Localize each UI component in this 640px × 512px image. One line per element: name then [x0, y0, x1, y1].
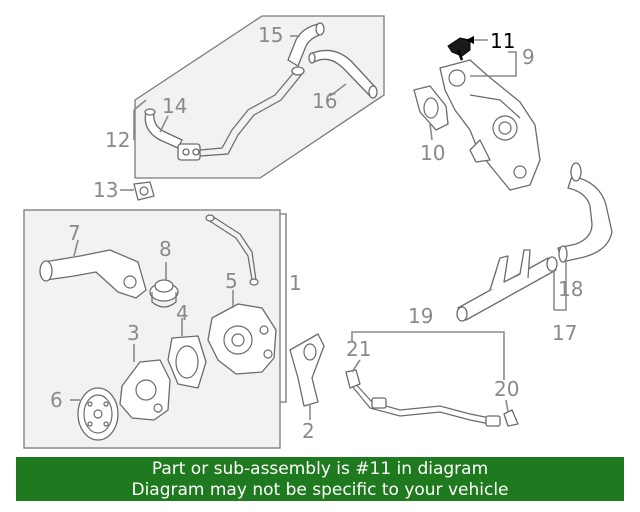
callout-5: 5 [225, 269, 238, 293]
callout-4: 4 [176, 301, 189, 325]
gasket-part-4 [167, 335, 207, 389]
callout-12: 12 [105, 128, 130, 152]
hose-part-15 [287, 22, 325, 67]
bypass-pipe [205, 214, 259, 286]
coolant-pipe-part-17 [456, 249, 558, 322]
sensor-part-11 [447, 37, 471, 61]
callout-11-arrow [466, 36, 474, 44]
hose-fitting [177, 143, 201, 161]
callout-11: 11 [490, 29, 515, 53]
water-pump-part-3 [119, 359, 171, 421]
leader-lines [70, 35, 567, 420]
callout-7: 7 [68, 221, 81, 245]
callout-1: 1 [289, 271, 302, 295]
callout-20: 20 [494, 377, 519, 401]
hose-part-18 [557, 162, 613, 263]
callout-3: 3 [127, 321, 140, 345]
gasket-part-2 [289, 333, 325, 407]
callout-labels: 1 2 3 4 5 6 7 8 9 10 11 12 13 14 15 16 1… [50, 23, 583, 443]
callout-10: 10 [420, 141, 445, 165]
callout-8: 8 [159, 237, 172, 261]
notice-line-1: Part or sub-assembly is #11 in diagram [151, 459, 489, 479]
thermostat-part-8 [149, 279, 179, 308]
gasket-part-10 [413, 85, 449, 131]
callout-19: 19 [408, 304, 433, 328]
hose-part-16 [308, 49, 378, 99]
callout-14: 14 [162, 94, 187, 118]
thermostat-housing-part-9 [439, 59, 541, 191]
hose-assembly-part-19 [345, 369, 519, 427]
fitting-part-13 [133, 181, 155, 201]
callout-2: 2 [302, 419, 315, 443]
callout-9: 9 [522, 45, 535, 69]
parts-diagram: 1 2 3 4 5 6 7 8 9 10 11 12 13 14 15 16 1… [23, 15, 613, 449]
notice-banner: Part or sub-assembly is #11 in diagram D… [16, 457, 624, 501]
callout-16: 16 [312, 89, 337, 113]
callout-13: 13 [93, 178, 118, 202]
water-outlet-part-7 [39, 249, 147, 299]
coolant-pipe-upper [199, 66, 305, 157]
callout-21: 21 [346, 337, 371, 361]
hose-part-14 [144, 108, 183, 149]
callout-15: 15 [258, 23, 283, 47]
pulley-part-6 [77, 387, 119, 441]
notice-line-2: Diagram may not be specific to your vehi… [131, 480, 509, 500]
water-pump-part-5 [207, 303, 277, 375]
callout-17: 17 [552, 321, 577, 345]
callout-18: 18 [558, 277, 583, 301]
callout-6: 6 [50, 388, 63, 412]
